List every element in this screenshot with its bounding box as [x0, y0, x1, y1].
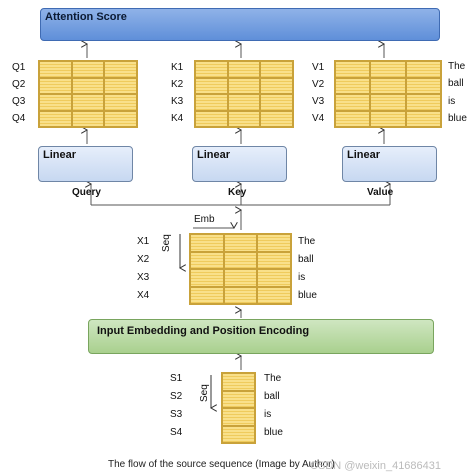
q2-label: Q2: [12, 79, 26, 90]
value-matrix: [334, 60, 442, 128]
s4-label: S4: [170, 427, 183, 438]
seq-label-s: Seq: [199, 384, 210, 402]
query-label: Query: [72, 187, 101, 198]
x4-label: X4: [137, 290, 150, 301]
v4-label: V4: [312, 113, 325, 124]
q3-label: Q3: [12, 96, 26, 107]
query-matrix: [38, 60, 138, 128]
k1-label: K1: [171, 62, 184, 73]
x2-label: X2: [137, 254, 150, 265]
attention-score-box: Attention Score: [40, 8, 440, 41]
key-label: Key: [228, 187, 247, 198]
value-word-is: is: [448, 96, 456, 107]
s1-label: S1: [170, 373, 183, 384]
source-word-is: is: [264, 409, 272, 420]
source-word-blue: blue: [264, 427, 283, 438]
source-word-the: The: [264, 373, 282, 384]
value-word-ball: ball: [448, 78, 464, 89]
q1-label: Q1: [12, 62, 26, 73]
input-word-is: is: [298, 272, 306, 283]
s3-label: S3: [170, 409, 183, 420]
input-matrix: [189, 233, 292, 305]
watermark: CSDN @weixin_41686431: [310, 460, 442, 472]
v2-label: V2: [312, 79, 325, 90]
input-word-ball: ball: [298, 254, 314, 265]
value-word-blue: blue: [448, 113, 467, 124]
emb-label: Emb: [194, 214, 215, 225]
source-sequence: [221, 372, 256, 444]
value-word-the: The: [448, 61, 466, 72]
s2-label: S2: [170, 391, 183, 402]
key-linear-label: Linear: [197, 149, 231, 161]
k4-label: K4: [171, 113, 184, 124]
seq-label-x: Seq: [161, 234, 172, 252]
key-linear-box: Linear: [192, 146, 287, 182]
input-word-blue: blue: [298, 290, 317, 301]
value-label: Value: [367, 187, 394, 198]
k2-label: K2: [171, 79, 184, 90]
x3-label: X3: [137, 272, 150, 283]
query-linear-label: Linear: [43, 149, 77, 161]
source-word-ball: ball: [264, 391, 280, 402]
value-linear-label: Linear: [347, 149, 381, 161]
key-matrix: [194, 60, 294, 128]
embedding-box: Input Embedding and Position Encoding: [88, 319, 434, 354]
v1-label: V1: [312, 62, 325, 73]
caption: The flow of the source sequence (Image b…: [108, 459, 335, 470]
query-linear-box: Linear: [38, 146, 133, 182]
x1-label: X1: [137, 236, 150, 247]
v3-label: V3: [312, 96, 325, 107]
q4-label: Q4: [12, 113, 26, 124]
value-linear-box: Linear: [342, 146, 437, 182]
embedding-label: Input Embedding and Position Encoding: [97, 325, 310, 337]
input-word-the: The: [298, 236, 316, 247]
k3-label: K3: [171, 96, 184, 107]
attention-score-label: Attention Score: [45, 11, 127, 23]
